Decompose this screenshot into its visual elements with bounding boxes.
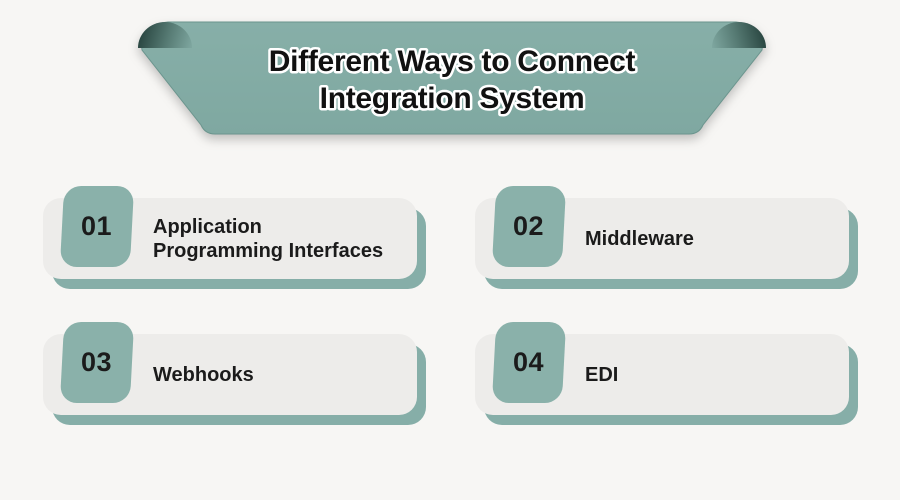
card-api-label-line2: Programming Interfaces: [153, 239, 384, 262]
page-title-line1: Different Ways to Connect: [269, 45, 636, 78]
card-webhooks: 03 Webhooks: [43, 322, 426, 425]
card-middleware-number: 02: [513, 211, 545, 241]
card-api-number: 01: [81, 211, 113, 241]
card-edi-number: 04: [513, 347, 545, 377]
card-api-number-badge: 01: [59, 186, 135, 267]
ribbon-fold-left-icon: [138, 22, 192, 48]
card-webhooks-number-badge: 03: [59, 322, 135, 403]
card-api-label: Application Programming Interfaces: [153, 198, 407, 279]
card-edi-label-line1: EDI: [585, 363, 619, 386]
card-middleware-label: Middleware: [585, 198, 839, 279]
card-edi-number-badge: 04: [491, 322, 567, 403]
card-middleware-number-badge: 02: [491, 186, 567, 267]
title-ribbon-banner: Different Ways to Connect Integration Sy…: [138, 21, 766, 135]
card-api-label-line1: Application: [153, 215, 262, 238]
card-middleware-label-line1: Middleware: [585, 227, 694, 250]
card-webhooks-label: Webhooks: [153, 334, 407, 415]
page-title-line2: Integration System: [320, 82, 585, 115]
card-edi-label: EDI: [585, 334, 839, 415]
card-middleware: 02 Middleware: [475, 186, 858, 289]
card-webhooks-label-line1: Webhooks: [153, 363, 254, 386]
card-api: 01 Application Programming Interfaces: [43, 186, 426, 289]
card-edi: 04 EDI: [475, 322, 858, 425]
card-webhooks-number: 03: [81, 347, 113, 377]
ribbon-body: [141, 21, 763, 135]
ribbon-fold-right-icon: [712, 22, 766, 48]
